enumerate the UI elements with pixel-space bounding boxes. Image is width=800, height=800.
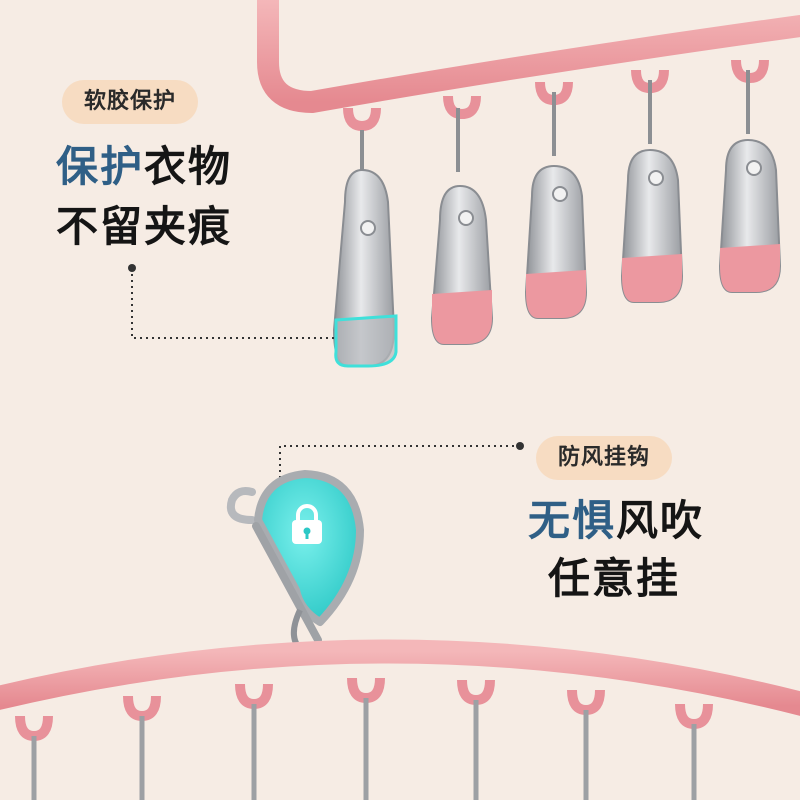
headline-accent: 无惧 [528,496,617,545]
subline-soft-pad: 不留夹痕 [56,202,233,251]
windproof-hook [227,470,364,655]
callout-line-soft-pad [131,268,336,339]
lock-icon [292,504,322,544]
tag-soft-pad: 软胶保护 [62,80,199,124]
headline-rest: 风吹 [616,496,705,545]
clip-row-top [332,70,782,368]
clothes-clip [620,80,684,303]
headline-windproof: 无惧风吹 [528,494,704,548]
clothes-clip [524,92,588,319]
subline-windproof: 任意挂 [548,554,681,603]
clothes-clip [430,108,494,345]
callout-line-hook [279,445,520,478]
headline-rest: 衣物 [144,142,233,191]
tag-windproof: 防风挂钩 [536,436,673,480]
clothes-clip [332,130,398,368]
clothes-clip [718,70,782,293]
headline-accent: 保护 [56,142,145,191]
top-hanger [257,0,800,132]
headline-soft-pad: 保护衣物 [56,140,232,194]
bottom-hanger [0,639,800,800]
